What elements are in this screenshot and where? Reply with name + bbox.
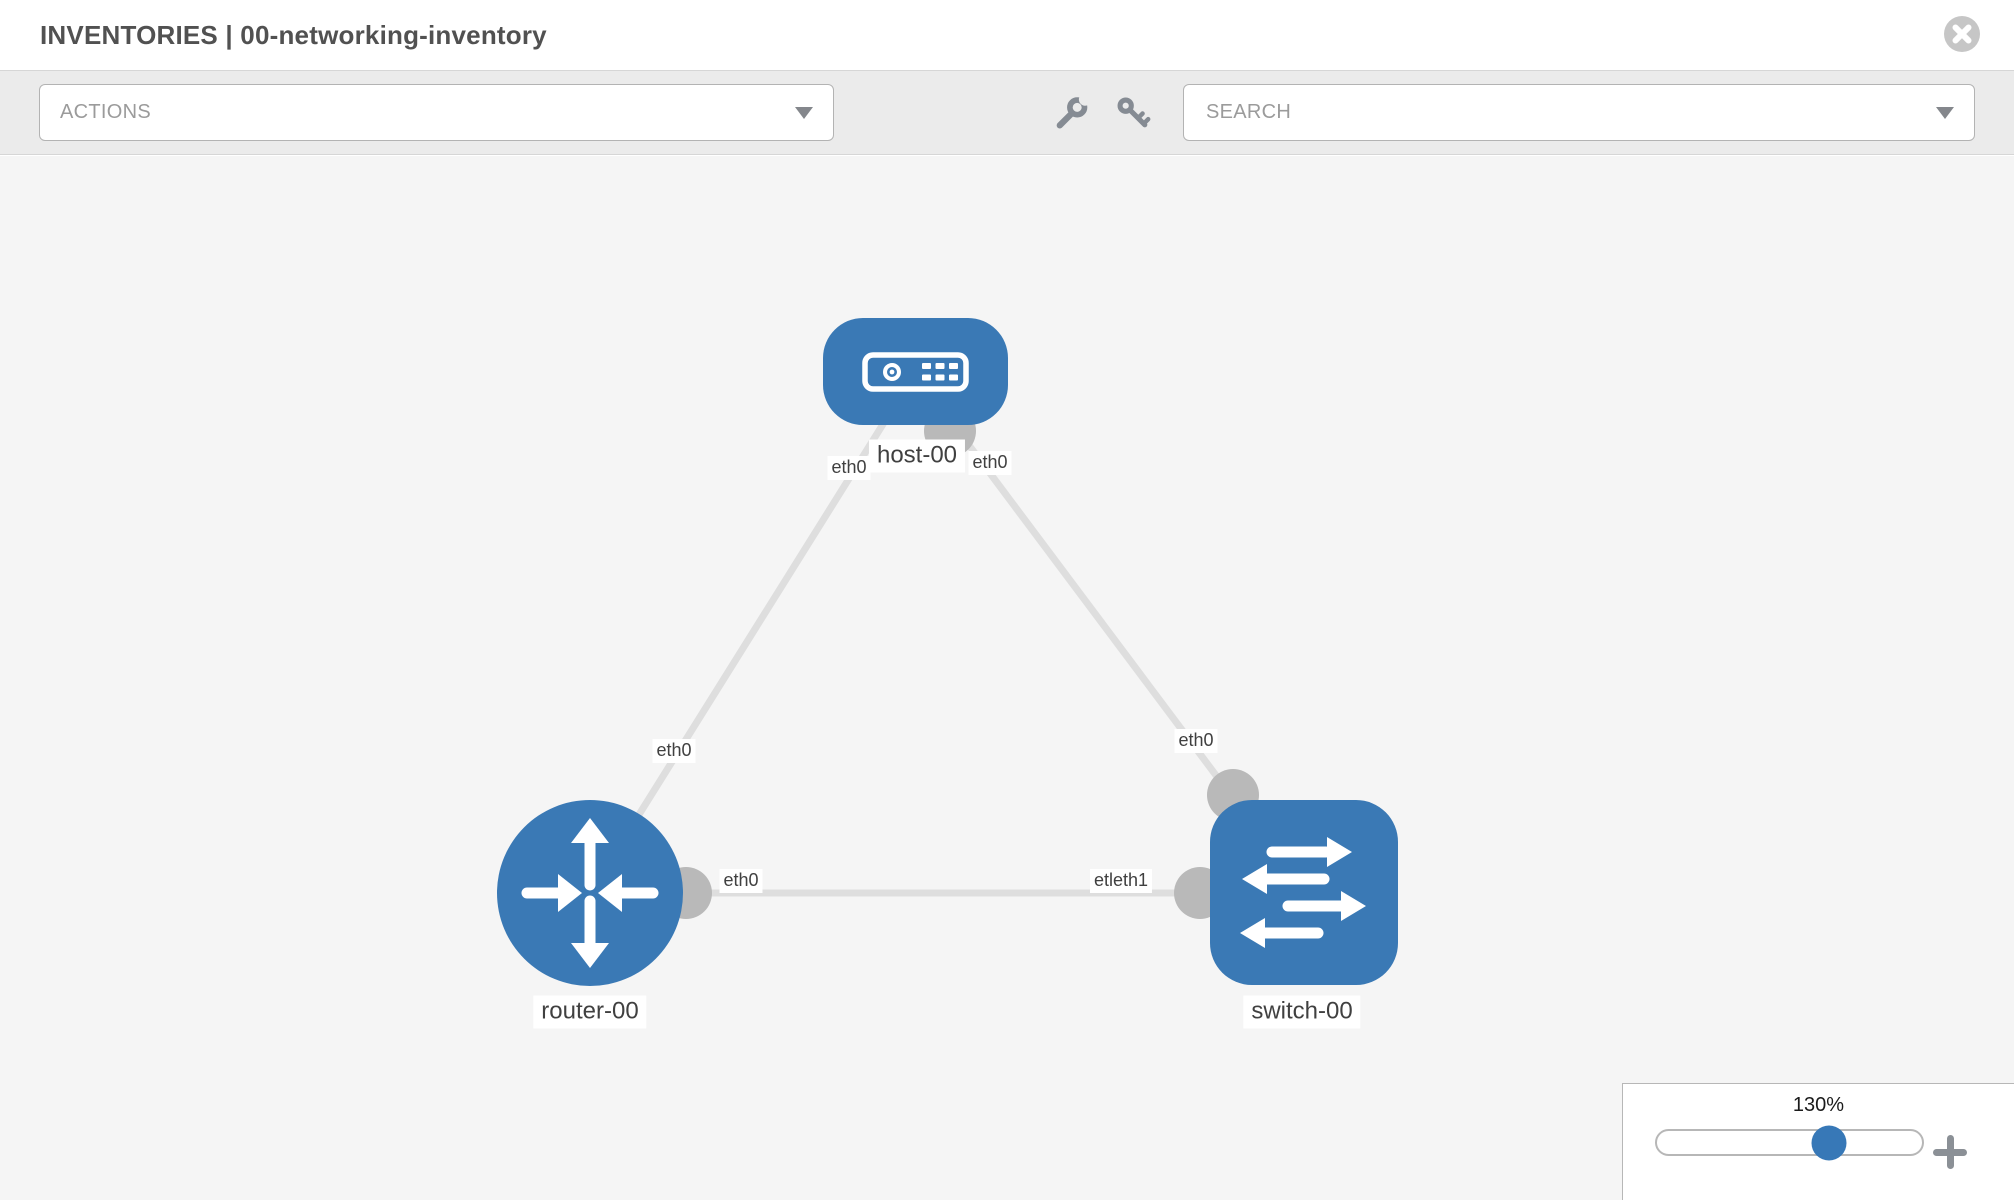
chevron-down-icon xyxy=(795,106,813,119)
node-label-host-00: host-00 xyxy=(868,439,966,473)
node-host-00[interactable] xyxy=(823,318,1008,425)
port-label-host-router: eth0 xyxy=(652,739,696,763)
port-label-router-switch-right: etleth1 xyxy=(1089,869,1153,893)
zoom-slider-thumb[interactable] xyxy=(1811,1125,1847,1160)
search-input[interactable] xyxy=(1204,85,1936,140)
host-node-shape xyxy=(823,318,1008,425)
close-icon xyxy=(1944,15,1980,52)
node-label-switch-00: switch-00 xyxy=(1243,995,1361,1029)
zoom-slider-track[interactable] xyxy=(1655,1125,1924,1160)
switch-icon xyxy=(1240,837,1366,948)
router-icon xyxy=(521,818,659,968)
port-label-host-switch: eth0 xyxy=(1174,729,1218,753)
node-switch-00[interactable] xyxy=(1210,800,1398,985)
toolbar: ACTIONS xyxy=(0,71,2014,155)
search-box[interactable] xyxy=(1183,84,1975,141)
router-node-shape xyxy=(497,800,683,986)
node-label-router-00: router-00 xyxy=(533,995,647,1029)
key-button[interactable] xyxy=(1115,95,1151,131)
wrench-button[interactable] xyxy=(1053,94,1089,131)
chevron-down-icon xyxy=(1936,106,1954,119)
node-router-00[interactable] xyxy=(497,800,683,986)
zoom-in-button[interactable] xyxy=(1924,1135,1933,1150)
zoom-panel: 130% xyxy=(1622,1083,2014,1200)
key-icon xyxy=(1117,97,1151,127)
port-label-host-right: eth0 xyxy=(968,451,1012,475)
page-title: INVENTORIES | 00-networking-inventory xyxy=(40,19,547,50)
header: INVENTORIES | 00-networking-inventory xyxy=(0,0,2014,71)
actions-dropdown-label: ACTIONS xyxy=(60,101,151,123)
host-icon xyxy=(862,352,969,392)
switch-node-shape xyxy=(1210,800,1398,985)
actions-dropdown[interactable]: ACTIONS xyxy=(39,84,834,141)
close-button[interactable] xyxy=(1943,15,1981,56)
zoom-level: 130% xyxy=(1792,1094,1845,1116)
port-label-host-left: eth0 xyxy=(827,456,871,480)
topology-canvas[interactable]: host-00 router-00 switch-00 eth0 eth0 et… xyxy=(0,156,2014,1200)
wrench-icon xyxy=(1056,94,1089,128)
port-label-router-switch-left: eth0 xyxy=(719,869,763,893)
